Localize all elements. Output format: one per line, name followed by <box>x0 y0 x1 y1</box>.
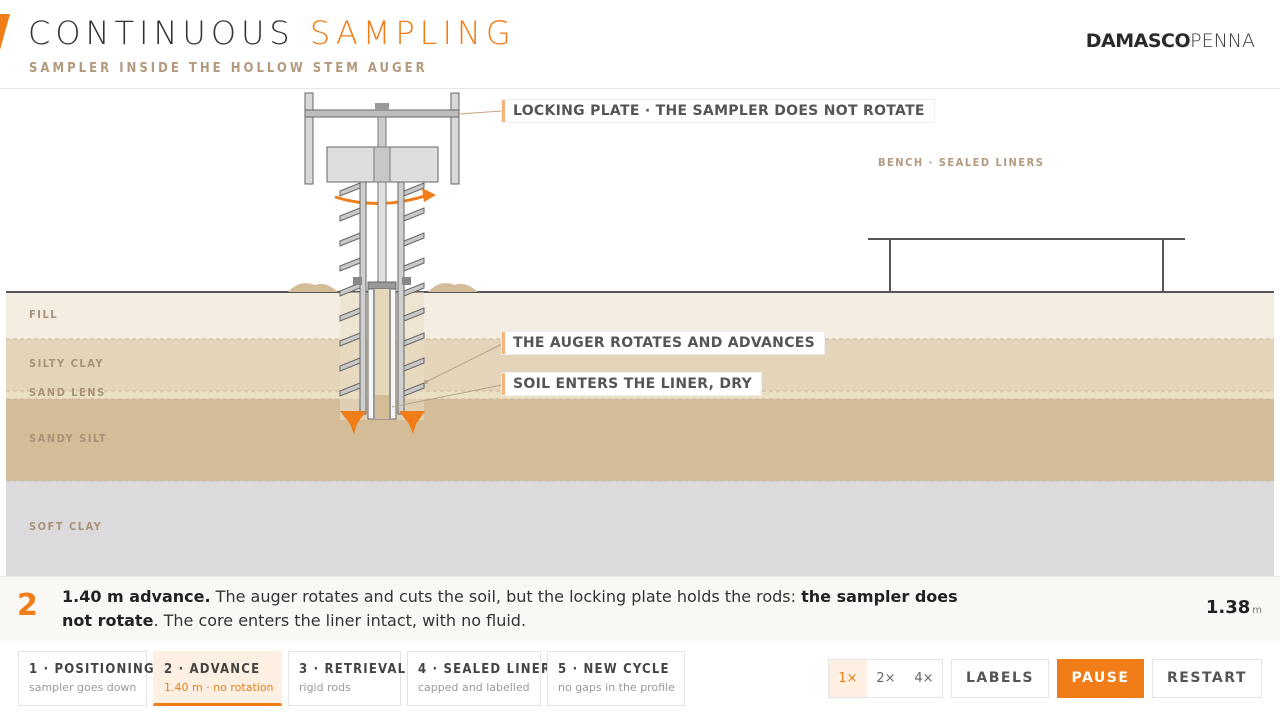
pause-button[interactable]: PAUSE <box>1057 659 1144 698</box>
inner-rod <box>377 181 387 285</box>
collar-left <box>353 277 362 285</box>
logo-light: PENNA <box>1190 30 1255 52</box>
step-subtitle: sampler goes down <box>29 681 137 694</box>
labels-button[interactable]: LABELS <box>951 659 1049 698</box>
rotation-arrowhead <box>422 188 436 202</box>
description-text-2: . The core enters the liner intact, with… <box>153 611 527 630</box>
cutting-tooth-right <box>399 411 425 434</box>
spoil-pile-left <box>288 283 338 292</box>
layer-sandy-silt <box>6 399 1274 481</box>
step-tab-new-cycle[interactable]: 5 · NEW CYCLE no gaps in the profile <box>547 651 685 706</box>
title-main: CONTINUOUS <box>28 14 310 52</box>
callout-locking-plate: LOCKING PLATE · THE SAMPLER DOES NOT ROT… <box>502 100 934 122</box>
layer-label-soft-clay: SOFT CLAY <box>29 520 103 533</box>
cutting-tooth-left <box>340 411 366 434</box>
page-title: CONTINUOUS SAMPLING <box>28 14 516 52</box>
top-rod <box>377 116 387 148</box>
step-title: 2 · ADVANCE <box>164 662 261 677</box>
auger-stem-right <box>397 181 405 415</box>
step-title: 3 · RETRIEVAL <box>299 662 407 677</box>
layer-label-sand-lens: SAND LENS <box>29 386 106 399</box>
description-bar: 2 1.40 m advance. The auger rotates and … <box>0 576 1280 641</box>
drive-head-center <box>373 146 391 183</box>
step-subtitle: 1.40 m · no rotation <box>164 681 274 694</box>
page-subtitle: SAMPLER INSIDE THE HOLLOW STEM AUGER <box>29 61 428 76</box>
header-divider <box>0 88 1280 89</box>
description-lead: 1.40 m advance. <box>62 587 211 606</box>
step-subtitle: rigid rods <box>299 681 351 694</box>
accent-triangle <box>0 14 10 50</box>
spoil-pile-right <box>428 283 478 292</box>
restart-button[interactable]: RESTART <box>1152 659 1262 698</box>
step-title: 1 · POSITIONING <box>29 662 155 677</box>
soil-core-bottom <box>374 395 390 419</box>
frame-post-right <box>450 92 460 185</box>
locking-plate <box>304 109 460 118</box>
speed-selector: 1× 2× 4× <box>828 659 943 698</box>
layer-label-fill: FILL <box>29 308 59 321</box>
auger-stem-left <box>359 181 367 415</box>
step-title: 5 · NEW CYCLE <box>558 662 670 677</box>
plate-cap <box>375 103 389 110</box>
depth-unit: m <box>1252 605 1262 616</box>
leader-dot <box>424 380 428 384</box>
step-subtitle: capped and labelled <box>418 681 530 694</box>
layer-sand-lens <box>6 391 1274 399</box>
leader-auger <box>425 343 503 383</box>
step-tab-positioning[interactable]: 1 · POSITIONING sampler goes down <box>18 651 155 706</box>
frame-post-left <box>304 92 314 185</box>
soil-core <box>374 289 390 419</box>
title-highlight: SAMPLING <box>309 14 516 52</box>
liner-wall <box>373 289 375 419</box>
layer-label-silty-clay: SILTY CLAY <box>29 357 104 370</box>
collar-right <box>402 277 411 285</box>
logo-bold: DAMASCO <box>1085 30 1191 52</box>
step-subtitle: no gaps in the profile <box>558 681 675 694</box>
brand-logo: DAMASCOPENNA <box>1086 30 1255 52</box>
step-tab-retrieval[interactable]: 3 · RETRIEVAL rigid rods <box>288 651 407 706</box>
description-text-1: The auger rotates and cuts the soil, but… <box>210 587 802 606</box>
leader-soil <box>391 384 503 408</box>
callout-soil: SOIL ENTERS THE LINER, DRY <box>502 373 762 395</box>
speed-4x-button[interactable]: 4× <box>914 671 934 686</box>
bench-label: BENCH · SEALED LINERS <box>878 156 1045 169</box>
description-bold: the sampler does not rotate <box>62 587 958 630</box>
layer-label-sandy-silt: SANDY SILT <box>29 432 108 445</box>
step-tab-sealed-liner[interactable]: 4 · SEALED LINER capped and labelled <box>407 651 552 706</box>
depth-value: 1.38 <box>1205 597 1251 618</box>
current-step-number: 2 <box>17 588 38 623</box>
sampling-scene: FILL SILTY CLAY SAND LENS SANDY SILT SOF… <box>0 89 1280 576</box>
header: CONTINUOUS SAMPLING SAMPLER INSIDE THE H… <box>0 0 1280 88</box>
sampler-head <box>367 281 397 290</box>
layer-fill <box>6 292 1274 339</box>
speed-1x-button[interactable]: 1× <box>829 660 867 697</box>
speed-2x-button[interactable]: 2× <box>876 671 896 686</box>
callout-auger: THE AUGER ROTATES AND ADVANCES <box>502 332 825 354</box>
step-title: 4 · SEALED LINER <box>418 662 552 677</box>
leader-locking-plate <box>458 110 503 115</box>
liner-wall <box>389 289 391 419</box>
step-tab-advance[interactable]: 2 · ADVANCE 1.40 m · no rotation <box>153 651 282 706</box>
step-description: 1.40 m advance. The auger rotates and cu… <box>62 585 962 633</box>
layer-soft-clay <box>6 481 1274 576</box>
